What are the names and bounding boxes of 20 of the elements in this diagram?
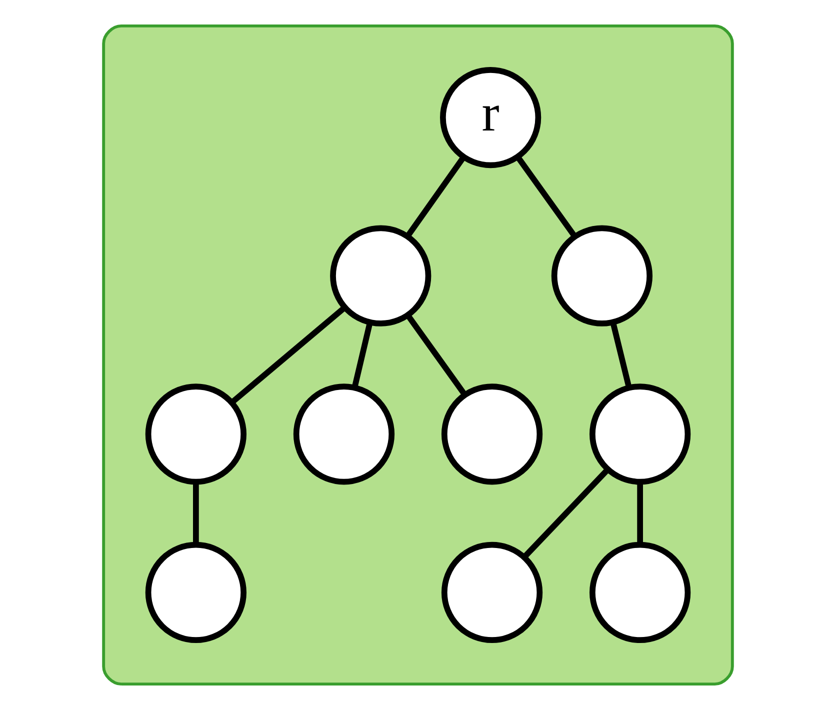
cluster [102, 24, 734, 686]
node-circle [550, 225, 652, 326]
node-circle [589, 384, 690, 485]
node-circle [144, 384, 246, 485]
connector [192, 482, 198, 545]
connector [636, 482, 642, 545]
node-circle [330, 225, 431, 326]
node-circle: r [439, 66, 541, 168]
connector [404, 314, 467, 396]
node-circle [589, 542, 690, 644]
connector [351, 322, 372, 388]
node-circle [292, 384, 394, 485]
connector [522, 467, 610, 559]
connector [230, 305, 346, 405]
node-circle [440, 542, 542, 644]
connector [610, 322, 632, 388]
node-circle [144, 542, 246, 644]
node-circle [440, 384, 542, 485]
connector [404, 155, 466, 238]
connector [514, 155, 576, 238]
